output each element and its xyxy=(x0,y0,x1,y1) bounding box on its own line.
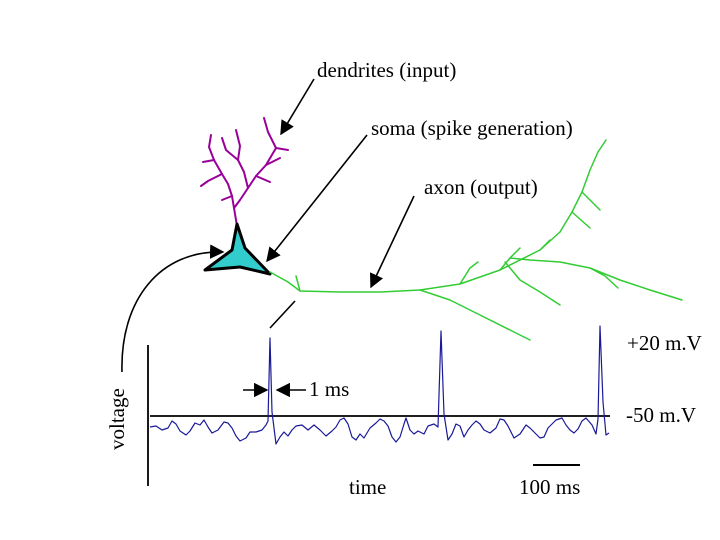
time-label: time xyxy=(349,475,386,499)
one-ms-label: 1 ms xyxy=(309,377,349,401)
hundred-ms-label: 100 ms xyxy=(519,475,580,499)
dendrites-label: dendrites (input) xyxy=(317,58,456,82)
recording-arrow xyxy=(121,244,225,373)
voltage-label: voltage xyxy=(105,388,129,450)
pointer-arrows xyxy=(121,78,415,373)
plus20-label: +20 m.V xyxy=(627,331,702,355)
spike-tick-line xyxy=(269,300,296,329)
axon-tree xyxy=(269,139,683,341)
dendrite-tree xyxy=(200,117,289,227)
voltage-trace xyxy=(149,325,610,445)
axon-arrow xyxy=(370,195,415,289)
soma-arrow xyxy=(266,134,368,263)
soma-label: soma (spike generation) xyxy=(371,116,573,140)
soma-shape xyxy=(203,222,272,276)
minus50-label: -50 m.V xyxy=(626,403,696,427)
axon-label: axon (output) xyxy=(424,175,538,199)
dendrites-arrow xyxy=(280,78,315,136)
